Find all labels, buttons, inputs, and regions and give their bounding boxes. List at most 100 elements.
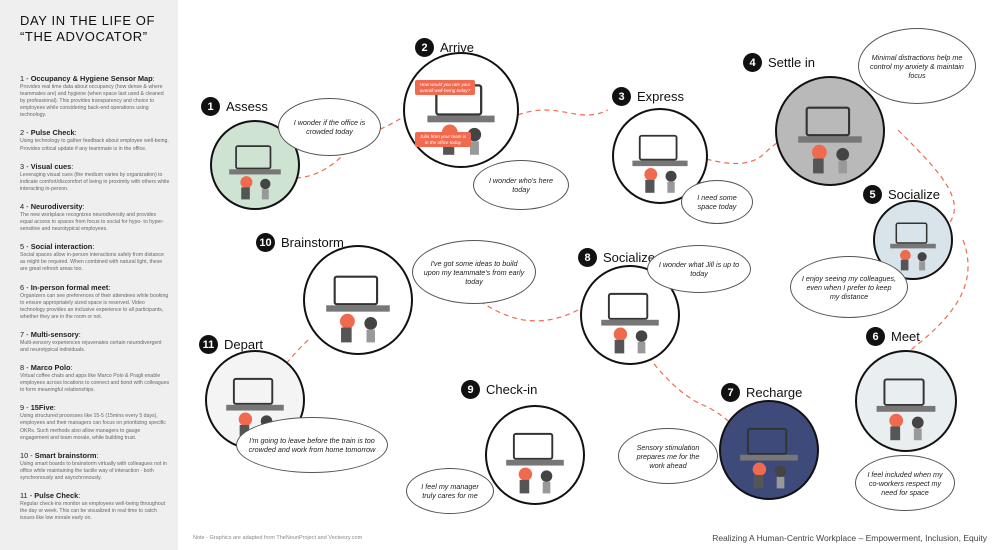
step-label: Recharge (746, 385, 803, 400)
sidebar-item: 11 - Pulse Check:Regular check-ins monit… (20, 491, 170, 522)
item-number: 1 - (20, 74, 31, 83)
sidebar-item-heading: 5 - Social interaction: (20, 242, 95, 252)
sidebar-item-heading: 7 - Multi-sensory: (20, 329, 81, 339)
sidebar-item-heading: 1 - Occupancy & Hygiene Sensor Map: (20, 74, 155, 83)
sidebar-item-desc: Provides real time data about occupancy … (20, 84, 164, 119)
footer-tagline: Realizing A Human-Centric Workplace – Em… (712, 533, 987, 543)
sidebar-item-heading: 8 - Marco Polo: (20, 363, 73, 373)
thought-bubble: I'm going to leave before the train is t… (236, 417, 388, 473)
illustration-icon (229, 145, 281, 200)
sidebar-list: 1 - Occupancy & Hygiene Sensor Map:Provi… (20, 74, 178, 522)
step-label: Arrive (440, 40, 474, 55)
thought-bubble: I wonder if the office is crowded today (278, 98, 381, 156)
step-label: Brainstorm (281, 235, 344, 250)
thought-bubble: Minimal distractions help me control my … (858, 28, 976, 104)
item-number: 10 - (20, 450, 35, 460)
step-label: Meet (891, 329, 920, 344)
illustration-icon (601, 292, 659, 354)
step-number-badge: 8 (578, 248, 597, 267)
item-number: 8 - (20, 363, 31, 373)
thought-bubble: I feel included when my co-workers respe… (855, 455, 955, 511)
item-heading: Neurodiversity (30, 201, 83, 211)
thought-bubble: I enjoy seeing my colleagues, even when … (790, 256, 908, 318)
step-number-badge: 1 (201, 97, 220, 116)
one-on-one-illustration (485, 405, 585, 505)
sidebar-item-heading: 3 - Visual cues: (20, 161, 74, 171)
item-heading: Marco Polo (30, 363, 71, 373)
step-label: Socialize (603, 250, 656, 265)
sidebar-item: 3 - Visual cues:Leveraging visual cues (… (20, 162, 170, 193)
sidebar-item: 4 - Neurodiversity:The new workplace rec… (20, 202, 170, 233)
sidebar-item-desc: Organizers can see preferences of their … (20, 292, 169, 320)
item-heading: Pulse Check (34, 491, 79, 500)
phone-pulse-illustration (403, 52, 519, 168)
step-number-badge: 11 (199, 335, 218, 354)
sidebar-item: 8 - Marco Polo:Virtual coffee chats and … (20, 363, 170, 394)
sidebar-item-desc: Using structured processes like 15-5 (15… (20, 413, 166, 441)
sidebar-item-desc: Social spaces allow in-person interactio… (20, 252, 164, 273)
sidebar-item-heading: 10 - Smart brainstorm: (20, 450, 99, 460)
step-number-badge: 6 (866, 327, 885, 346)
thought-bubble: I feel my manager truly cares for me (406, 468, 494, 514)
item-number: 11 - (20, 491, 35, 500)
footer-note: Note - Graphics are adapted from TheNoun… (193, 535, 363, 541)
sidebar-item: 5 - Social interaction:Social spaces all… (20, 242, 170, 273)
smart-board-illustration (303, 245, 413, 355)
illustration-icon (632, 134, 688, 193)
sidebar-item-desc: Leveraging visual cues (the medium varie… (20, 171, 170, 192)
step-number-badge: 4 (743, 53, 762, 72)
journey-map: 1 Assess I wonder if the office is crowd… (178, 0, 1000, 550)
illustration-icon (798, 106, 862, 174)
sidebar-item: 1 - Occupancy & Hygiene Sensor Map:Provi… (20, 74, 170, 119)
thought-bubble: Sensory stimulation prepares me for the … (618, 428, 718, 484)
sidebar-item-heading: 6 - In-person formal meet: (20, 282, 111, 292)
sidebar-item: 9 - 15Five:Using structured processes li… (20, 403, 170, 441)
sidebar-item-desc: Regular check-ins monitor an employees w… (20, 501, 166, 522)
item-number: 3 - (20, 161, 31, 171)
focus-desk-illustration (775, 76, 885, 186)
step-number-badge: 9 (461, 380, 480, 399)
sidebar-item: 2 - Pulse Check:Using technology to gath… (20, 128, 170, 152)
thought-bubble: I've got some ideas to build upon my tea… (412, 240, 536, 304)
sidebar-title: DAY IN THE LIFE OF “THE ADVOCATOR” (20, 13, 156, 44)
step-number-badge: 3 (612, 87, 631, 106)
illustration-icon (876, 378, 936, 441)
step-number-badge: 7 (721, 383, 740, 402)
illustration-icon (890, 222, 936, 271)
illustration-icon (427, 84, 495, 155)
sensory-room-illustration (719, 400, 819, 500)
sidebar-item: 10 - Smart brainstorm:Using smart boards… (20, 451, 170, 482)
item-heading: In-person formal meet (30, 282, 109, 292)
thought-bubble: I wonder who's here today (473, 160, 569, 210)
sidebar-item-desc: Using technology to gather feedback abou… (20, 138, 169, 152)
sidebar-item: 7 - Multi-sensory:Multi-sensory experien… (20, 330, 170, 354)
item-heading: Pulse Check (30, 128, 75, 138)
sidebar-item-heading: 9 - 15Five: (20, 403, 56, 413)
item-heading: 15Five (30, 403, 54, 413)
sidebar: DAY IN THE LIFE OF “THE ADVOCATOR” 1 - O… (0, 0, 178, 550)
item-number: 5 - (20, 242, 31, 252)
sidebar-item-desc: The new workplace recognizes neurodivers… (20, 211, 164, 233)
sidebar-item: 6 - In-person formal meet:Organizers can… (20, 283, 170, 321)
sidebar-item-heading: 11 - Pulse Check: (20, 491, 81, 500)
item-heading: Smart brainstorm (34, 450, 97, 460)
illustration-icon (740, 427, 798, 489)
sidebar-item-desc: Multi-sensory experiences rejuvenates ce… (20, 339, 162, 353)
sidebar-item-heading: 2 - Pulse Check: (20, 128, 77, 138)
item-number: 2 - (20, 128, 31, 138)
item-number: 6 - (20, 282, 31, 292)
illustration-icon (326, 275, 390, 343)
item-heading: Occupancy & Hygiene Sensor Map (30, 74, 153, 83)
sidebar-item-desc: Using smart boards to brainstorm virtual… (20, 460, 167, 481)
item-number: 7 - (20, 329, 31, 339)
step-number-badge: 10 (256, 233, 275, 252)
step-label: Depart (224, 337, 264, 352)
sidebar-item-desc: Virtual coffee chats and apps like Marco… (20, 373, 170, 394)
meeting-room-illustration (855, 350, 957, 452)
thought-bubble: I need some space today (681, 180, 753, 224)
teammate-in-office-message: Julia from your team is in the office to… (415, 132, 471, 147)
sidebar-item-heading: 4 - Neurodiversity: (20, 201, 85, 211)
item-number: 9 - (20, 403, 31, 413)
item-number: 4 - (20, 201, 31, 211)
office-map-illustration (210, 120, 300, 210)
